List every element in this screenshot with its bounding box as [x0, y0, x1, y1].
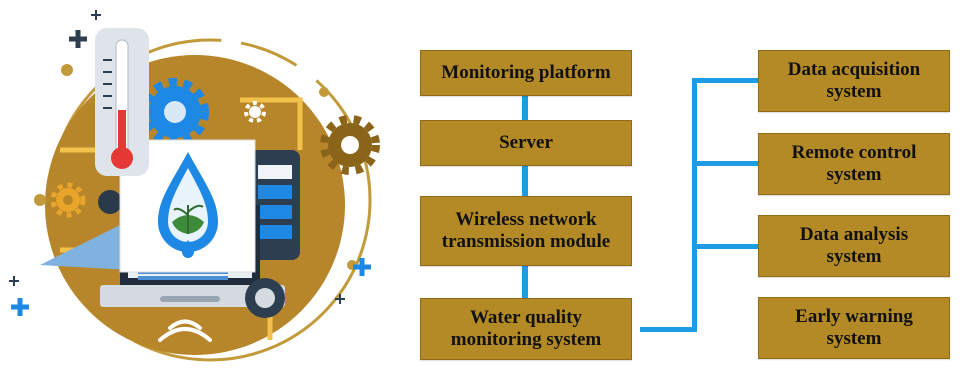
water-monitoring-illustration — [9, 10, 380, 362]
connector-trunk — [692, 78, 697, 332]
connector-branch-acquisition — [692, 78, 758, 83]
gear-icon — [244, 101, 266, 123]
lamp-shape — [40, 220, 130, 270]
plus-sign-icon — [91, 10, 101, 20]
box-wireless-network: Wireless network transmission module — [420, 196, 632, 266]
plus-sign-icon — [11, 298, 29, 316]
box-server: Server — [420, 120, 632, 166]
connector-wireless-water — [522, 266, 528, 298]
connector-branch-remote — [692, 161, 758, 166]
plus-sign-icon — [9, 276, 19, 286]
battery-icon — [250, 150, 300, 260]
connector-platform-server — [522, 96, 528, 120]
box-remote-control: Remote control system — [758, 133, 950, 195]
ring-dot — [319, 87, 329, 97]
plus-sign-icon — [69, 30, 87, 48]
box-early-warning: Early warning system — [758, 297, 950, 359]
ring-dot — [61, 64, 73, 76]
plus-sign-icon — [335, 294, 345, 304]
box-data-acquisition: Data acquisition system — [758, 50, 950, 112]
lamp-knob — [98, 190, 122, 214]
connector-server-wireless — [522, 166, 528, 196]
water-drop-with-plant-icon — [158, 152, 218, 258]
thermometer-icon — [95, 28, 149, 176]
plus-sign-icon — [353, 258, 371, 276]
speaker-icon — [245, 278, 285, 318]
box-water-quality: Water quality monitoring system — [420, 298, 632, 360]
gear-icon — [320, 115, 380, 175]
wifi-signal-icon — [158, 319, 212, 342]
connector-branch-analysis — [692, 244, 758, 249]
connector-water-trunk — [640, 327, 697, 332]
gear-icon — [50, 182, 86, 218]
box-monitoring-platform: Monitoring platform — [420, 50, 632, 96]
ring-dot — [34, 194, 46, 206]
box-data-analysis: Data analysis system — [758, 215, 950, 277]
